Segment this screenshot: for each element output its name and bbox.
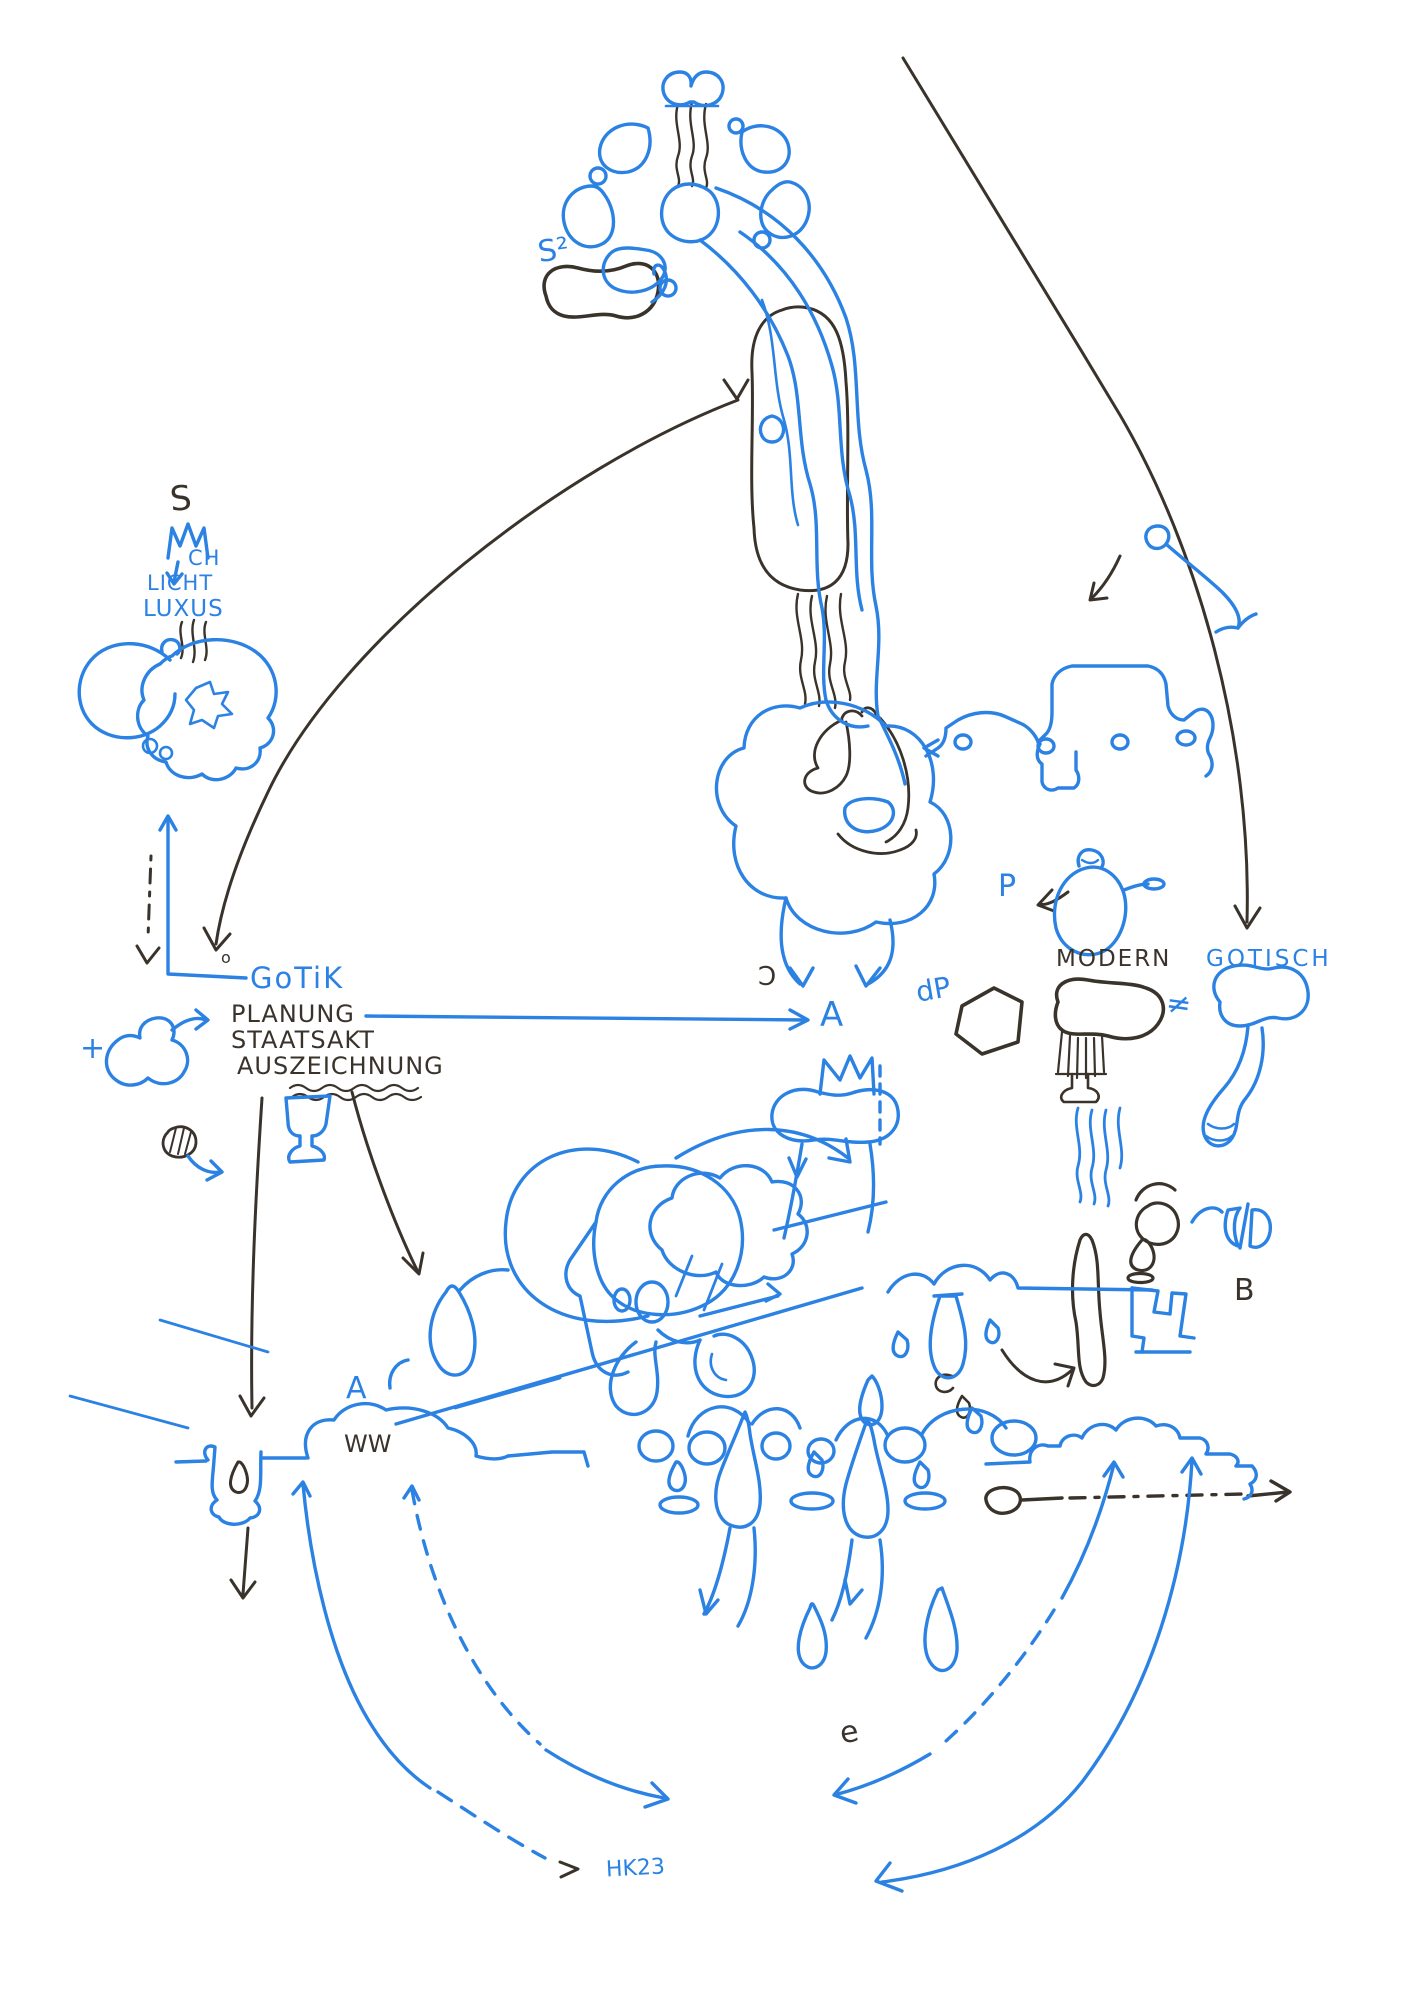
flowing-body [652, 188, 905, 784]
stone-column [752, 307, 848, 591]
big-left-arc [204, 380, 748, 950]
pentagon-sign [956, 988, 1022, 1054]
label-planung: PLANUNG [231, 1000, 355, 1028]
label-gotik: GoTiK [250, 961, 345, 995]
gotik-connectors [160, 816, 808, 1029]
label-s-squared: S² [535, 231, 572, 270]
left-diagonal-lines [70, 1320, 268, 1428]
label-gotisch: GOTISCH [1206, 946, 1332, 972]
big-right-arc [903, 58, 1260, 928]
face-in-head-blob [805, 708, 917, 854]
label-ch: CH [188, 546, 221, 570]
label-reversed-c: Ɔ [758, 962, 777, 992]
arrow-to-branch [1090, 556, 1120, 600]
vd-doodle [1192, 1204, 1270, 1248]
label-a-left: A [346, 1371, 367, 1406]
glasses-mouse-head [79, 640, 276, 780]
bottom-left-arrow [231, 1528, 255, 1598]
modern-water-drips [1076, 1108, 1121, 1206]
line-to-left-vase [240, 1098, 264, 1416]
hk-arrowhead [560, 1862, 578, 1877]
gothic-peanut-figure [1203, 965, 1308, 1146]
seed-pod [163, 1127, 196, 1157]
label-dp: dP [913, 970, 954, 1009]
crown-zigzag-mark [167, 524, 208, 584]
label-modern: MODERN [1056, 946, 1172, 972]
steam-squiggles-top [676, 102, 707, 188]
scooter-figure-b [1128, 1184, 1178, 1283]
chandelier-fountain [639, 1376, 1036, 1671]
castle-skyline [924, 666, 1213, 790]
right-pedestal [986, 1418, 1256, 1499]
label-hk23: HK23 [605, 1854, 666, 1883]
black-ink [137, 58, 1290, 1877]
drip-squiggle-lines [796, 594, 850, 708]
label-plus: + [80, 1031, 106, 1066]
bowtie-moth [663, 72, 723, 106]
line-to-mouse [352, 1092, 423, 1274]
goblet-trophy [286, 1096, 330, 1162]
crown-and-peanut-a [772, 1056, 898, 1238]
peanut-blob-s2 [544, 264, 659, 318]
mouse-skull-figure [455, 1129, 886, 1414]
label-s: S [168, 478, 194, 520]
label-ww: WW [344, 1430, 392, 1458]
black-bottle [1073, 1234, 1105, 1385]
label-staatsakt: STAATSAKT [231, 1026, 375, 1054]
stair-bracket [1132, 1288, 1194, 1352]
vase-table [888, 1265, 1152, 1432]
label-licht: LICHT [147, 571, 214, 595]
dash-dot-drop-line [137, 856, 159, 963]
swoosh-arrow-up-right [1002, 1350, 1074, 1386]
dash-dot-pin-arrow [986, 1481, 1290, 1513]
balloon-figure-p [1054, 850, 1164, 955]
branch-hook [1146, 526, 1256, 632]
head-blob-with-face [716, 702, 950, 986]
label-a-center: A [820, 995, 844, 1035]
label-small-o: o [221, 948, 231, 967]
wavy-underline [290, 1085, 421, 1100]
blue-ink [70, 72, 1308, 1891]
label-not-equal: ≠ [1163, 985, 1194, 1024]
label-auszeichnung: AUSZEICHNUNG [237, 1052, 444, 1080]
teardrop-in-vase [230, 1462, 247, 1493]
rotation-arrow-p [1038, 890, 1068, 911]
label-p: P [998, 869, 1017, 904]
claw-ring-creature [563, 119, 809, 296]
bottom-swoosh-arrows [293, 1458, 1201, 1891]
label-b: B [1234, 1273, 1255, 1308]
label-luxus: LUXUS [143, 596, 224, 622]
modern-peanut-figure [1055, 979, 1163, 1102]
leaf-feather [430, 1270, 508, 1375]
plus-blob [106, 1010, 222, 1180]
